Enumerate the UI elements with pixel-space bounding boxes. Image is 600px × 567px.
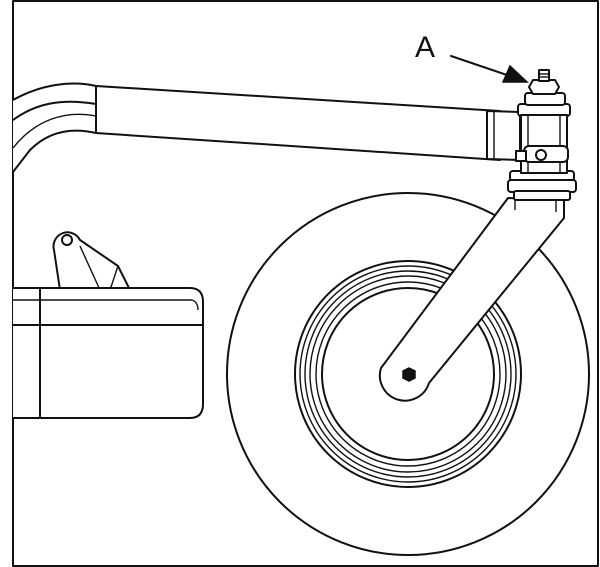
callout-arrow [450, 55, 529, 83]
frame-tube [12, 82, 521, 173]
caster-fork [378, 197, 565, 402]
frame-border [12, 0, 599, 567]
grease-fitting [524, 69, 566, 106]
callout-label-a: A [415, 31, 435, 64]
spindle-collar [507, 170, 577, 201]
mounting-bracket [52, 231, 131, 291]
hub-nut [402, 367, 416, 382]
mower-deck [12, 287, 204, 419]
spindle-housing [515, 103, 571, 174]
